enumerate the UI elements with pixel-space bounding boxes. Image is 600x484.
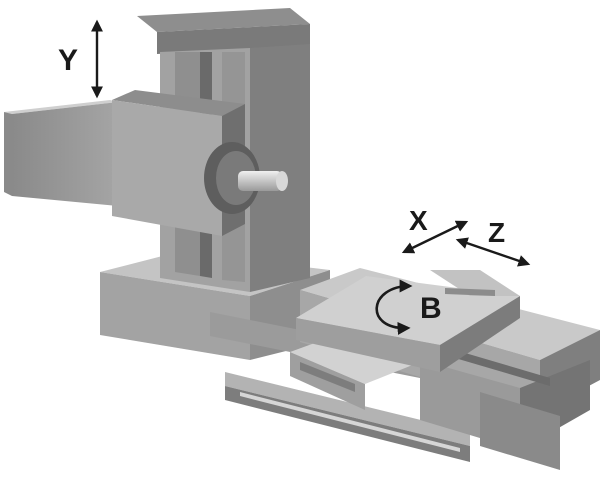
horizontal-arm xyxy=(4,100,118,206)
z-axis-label: Z xyxy=(488,217,505,248)
y-axis-label: Y xyxy=(58,44,78,77)
z-axis-arrow xyxy=(455,237,531,267)
spindle xyxy=(238,171,288,191)
x-axis-arrow xyxy=(401,220,469,254)
b-axis-label: B xyxy=(420,292,442,325)
b-axis-rotation-arrow xyxy=(375,279,413,335)
x-axis-label: X xyxy=(409,205,428,236)
front-rails xyxy=(225,372,470,462)
spindle-head xyxy=(112,90,260,236)
